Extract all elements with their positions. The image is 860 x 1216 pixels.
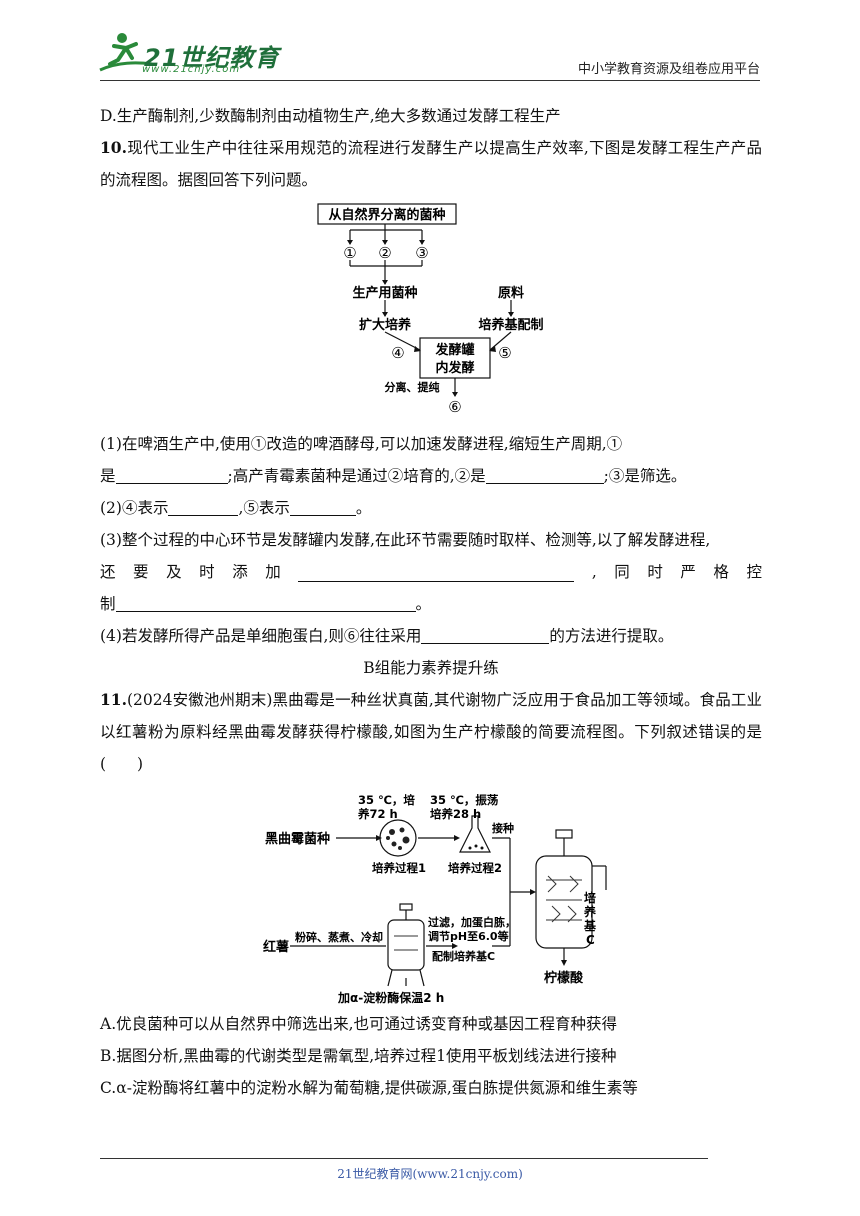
q10-blank-2[interactable] (485, 465, 604, 484)
medium-vertical-2: 养 (583, 904, 596, 919)
flow-tank-2: 内发酵 (435, 360, 474, 376)
q10-blank-6[interactable] (115, 593, 416, 612)
cond2-line1: 35 ℃，振荡 (430, 793, 499, 807)
q10-stem: 10.现代工业生产中往往采用规范的流程进行发酵生产以提高生产效率,下图是发酵工程… (100, 132, 762, 196)
q10-sub3-char: 时 (199, 563, 215, 581)
flow-tank-1: 发酵罐 (434, 342, 474, 358)
flow-n4: ④ (391, 344, 404, 362)
flow-n2: ② (378, 244, 391, 262)
q10-blank-5[interactable] (298, 563, 575, 582)
section-b-title: B组能力素养提升练 (363, 659, 499, 677)
filter-line2: 调节pH至6.0等 (428, 929, 509, 943)
citric-acid-label: 柠檬酸 (544, 970, 584, 986)
q10-blank-4[interactable] (289, 497, 356, 516)
q10-flow-chart: 从自然界分离的菌种 ① ② ③ 生产用菌种 原料 扩大培养 培养基配制 ④ ⑤ … (100, 196, 762, 424)
q10-sub3-line1: (3)整个过程的中心环节是发酵罐内发酵,在此环节需要随时取样、检测等,以了解发酵… (100, 531, 711, 549)
sweet-potato-label: 红薯 (263, 939, 289, 955)
flow-n1: ① (343, 244, 356, 262)
q10-blank-1[interactable] (115, 465, 228, 484)
q10-sub3-line2: 还 要 及 时 添 加 , 同 时 严 格 控 (100, 556, 762, 588)
q10-sub3-char: 时 (647, 563, 663, 581)
flow-medium: 培养基配制 (478, 317, 543, 333)
header-rule (100, 80, 760, 81)
q11-stem: 11.(2024安徽池州期末)黑曲霉是一种丝状真菌,其代谢物广泛应用于食品加工等… (100, 684, 762, 780)
q11-diagram: 35 ℃，培 养72 h 35 ℃，振荡 培养28 h 接种 黑曲霉菌种 培养过… (100, 780, 762, 1006)
petri-dish-icon (379, 819, 417, 857)
platform-title: 中小学教育资源及组卷应用平台 (577, 62, 760, 77)
q10-sub3-char: 格 (713, 563, 729, 581)
q10-sub3-text-c1: 制 (100, 595, 116, 613)
q11-diagram-svg: 35 ℃，培 养72 h 35 ℃，振荡 培养28 h 接种 黑曲霉菌种 培养过… (263, 793, 607, 1005)
q9-option-d: D.生产酶制剂,少数酶制剂由动植物生产,绝大多数通过发酵工程生产 (100, 107, 561, 125)
q10-sub2-text-c: 。 (355, 499, 372, 517)
q10-blank-7[interactable] (421, 625, 550, 644)
q10-sub3-char: 及 (166, 563, 182, 581)
q10-stem-text: 现代工业生产中往往采用规范的流程进行发酵生产以提高生产效率,下图是发酵工程生产产… (100, 139, 762, 189)
flow-expand: 扩大培养 (359, 317, 412, 333)
q10-sub1-line1: (1)在啤酒生产中,使用①改造的啤酒酵母,可以加速发酵进程,缩短生产周期,① (100, 435, 623, 453)
cooking-pot-icon (387, 903, 425, 987)
logo-text: 21世纪教育 (144, 44, 280, 72)
q11-stem-text: (2024安徽池州期末)黑曲霉是一种丝状真菌,其代谢物广泛应用于食品加工等领域。… (100, 691, 762, 773)
q11-option-a: A.优良菌种可以从自然界中筛选出来,也可通过诱变育种或基因工程育种获得 (100, 1015, 618, 1033)
process1-label: 培养过程1 (372, 861, 426, 875)
q10-sub3-char: 还 (100, 563, 116, 581)
q11-option-b: B.据图分析,黑曲霉的代谢类型是需氧型,培养过程1使用平板划线法进行接种 (100, 1047, 617, 1065)
q10-sub3-char: , (591, 563, 597, 581)
q10-flow-svg: 从自然界分离的菌种 ① ② ③ 生产用菌种 原料 扩大培养 培养基配制 ④ ⑤ … (317, 203, 544, 416)
flow-strain: 生产用菌种 (352, 285, 417, 301)
q10-sub1-line2: 是 ;高产青霉素菌种是通过②培育的,②是 ;③是筛选。 (100, 460, 762, 492)
q10-sub3-char: 同 (614, 563, 630, 581)
flow-n5: ⑤ (498, 344, 511, 362)
q10-sub3-char: 添 (232, 563, 248, 581)
q10-sub2: (2)④表示 ,⑤表示 。 (100, 492, 762, 524)
q10-sub2-text-b: ,⑤表示 (238, 499, 290, 517)
enzyme-label: 加α-淀粉酶保温2 h (337, 990, 444, 1005)
footer-rule (100, 1158, 708, 1159)
flow-raw: 原料 (498, 285, 524, 301)
q10-sub2-text-a: (2)④表示 (100, 499, 169, 517)
q10-sub3-text-c2: 。 (415, 595, 432, 613)
medium-vertical-1: 培 (584, 890, 596, 905)
fermenter-tank-icon (535, 829, 607, 964)
filter-line1: 过滤，加蛋白胨， (428, 915, 516, 929)
flow-separate: 分离、提纯 (385, 380, 440, 394)
medium-vertical-3: 基 (583, 918, 597, 933)
q10-sub3-char: 控 (746, 563, 762, 581)
q10-sub1-text-b: ;高产青霉素菌种是通过②培育的,②是 (227, 467, 486, 485)
q10-number: 10. (100, 138, 127, 157)
process2-label: 培养过程2 (448, 861, 502, 875)
q11-number: 11. (100, 690, 127, 709)
q10-sub3-char: 严 (680, 563, 696, 581)
inoculate-label: 接种 (492, 821, 514, 835)
medium-vertical-4: C (586, 933, 595, 947)
logo-url: www.21cnjy.com (142, 64, 241, 75)
cond1-line2: 养72 h (357, 807, 398, 821)
q10-sub4-text-b: 的方法进行提取。 (549, 627, 674, 645)
footer-text: 21世纪教育网(www.21cnjy.com) (337, 1167, 523, 1181)
q10-sub4-text-a: (4)若发酵所得产品是单细胞蛋白,则⑥往往采用 (100, 627, 422, 645)
conical-flask-icon (459, 815, 491, 853)
crush-label: 粉碎、蒸煮、冷却 (295, 930, 383, 944)
q10-blank-3[interactable] (168, 497, 239, 516)
page-content: D.生产酶制剂,少数酶制剂由动植物生产,绝大多数通过发酵工程生产 10.现代工业… (100, 100, 762, 1104)
q10-sub3-char: 要 (133, 563, 149, 581)
medium-c-label: 配制培养基C (432, 949, 495, 963)
strain-label: 黑曲霉菌种 (265, 831, 330, 847)
page-header: 21世纪教育 www.21cnjy.com 中小学教育资源及组卷应用平台 (0, 0, 860, 90)
flow-top-label: 从自然界分离的菌种 (328, 207, 445, 223)
runner-logo-icon (99, 33, 153, 72)
q10-sub3-line3: 制。 (100, 588, 762, 620)
flow-n3: ③ (415, 244, 428, 262)
flow-n6: ⑥ (448, 398, 461, 416)
q10-sub3-char: 加 (265, 563, 281, 581)
cond1-line1: 35 ℃，培 (358, 793, 415, 807)
q10-sub1-text-c: ;③是筛选。 (603, 467, 687, 485)
cond2-line2: 培养28 h (430, 807, 481, 821)
q11-option-c: C.α-淀粉酶将红薯中的淀粉水解为葡萄糖,提供碳源,蛋白胨提供氮源和维生素等 (100, 1079, 638, 1097)
q10-sub1-text-a: 是 (100, 467, 116, 485)
q10-sub4: (4)若发酵所得产品是单细胞蛋白,则⑥往往采用 的方法进行提取。 (100, 620, 762, 652)
